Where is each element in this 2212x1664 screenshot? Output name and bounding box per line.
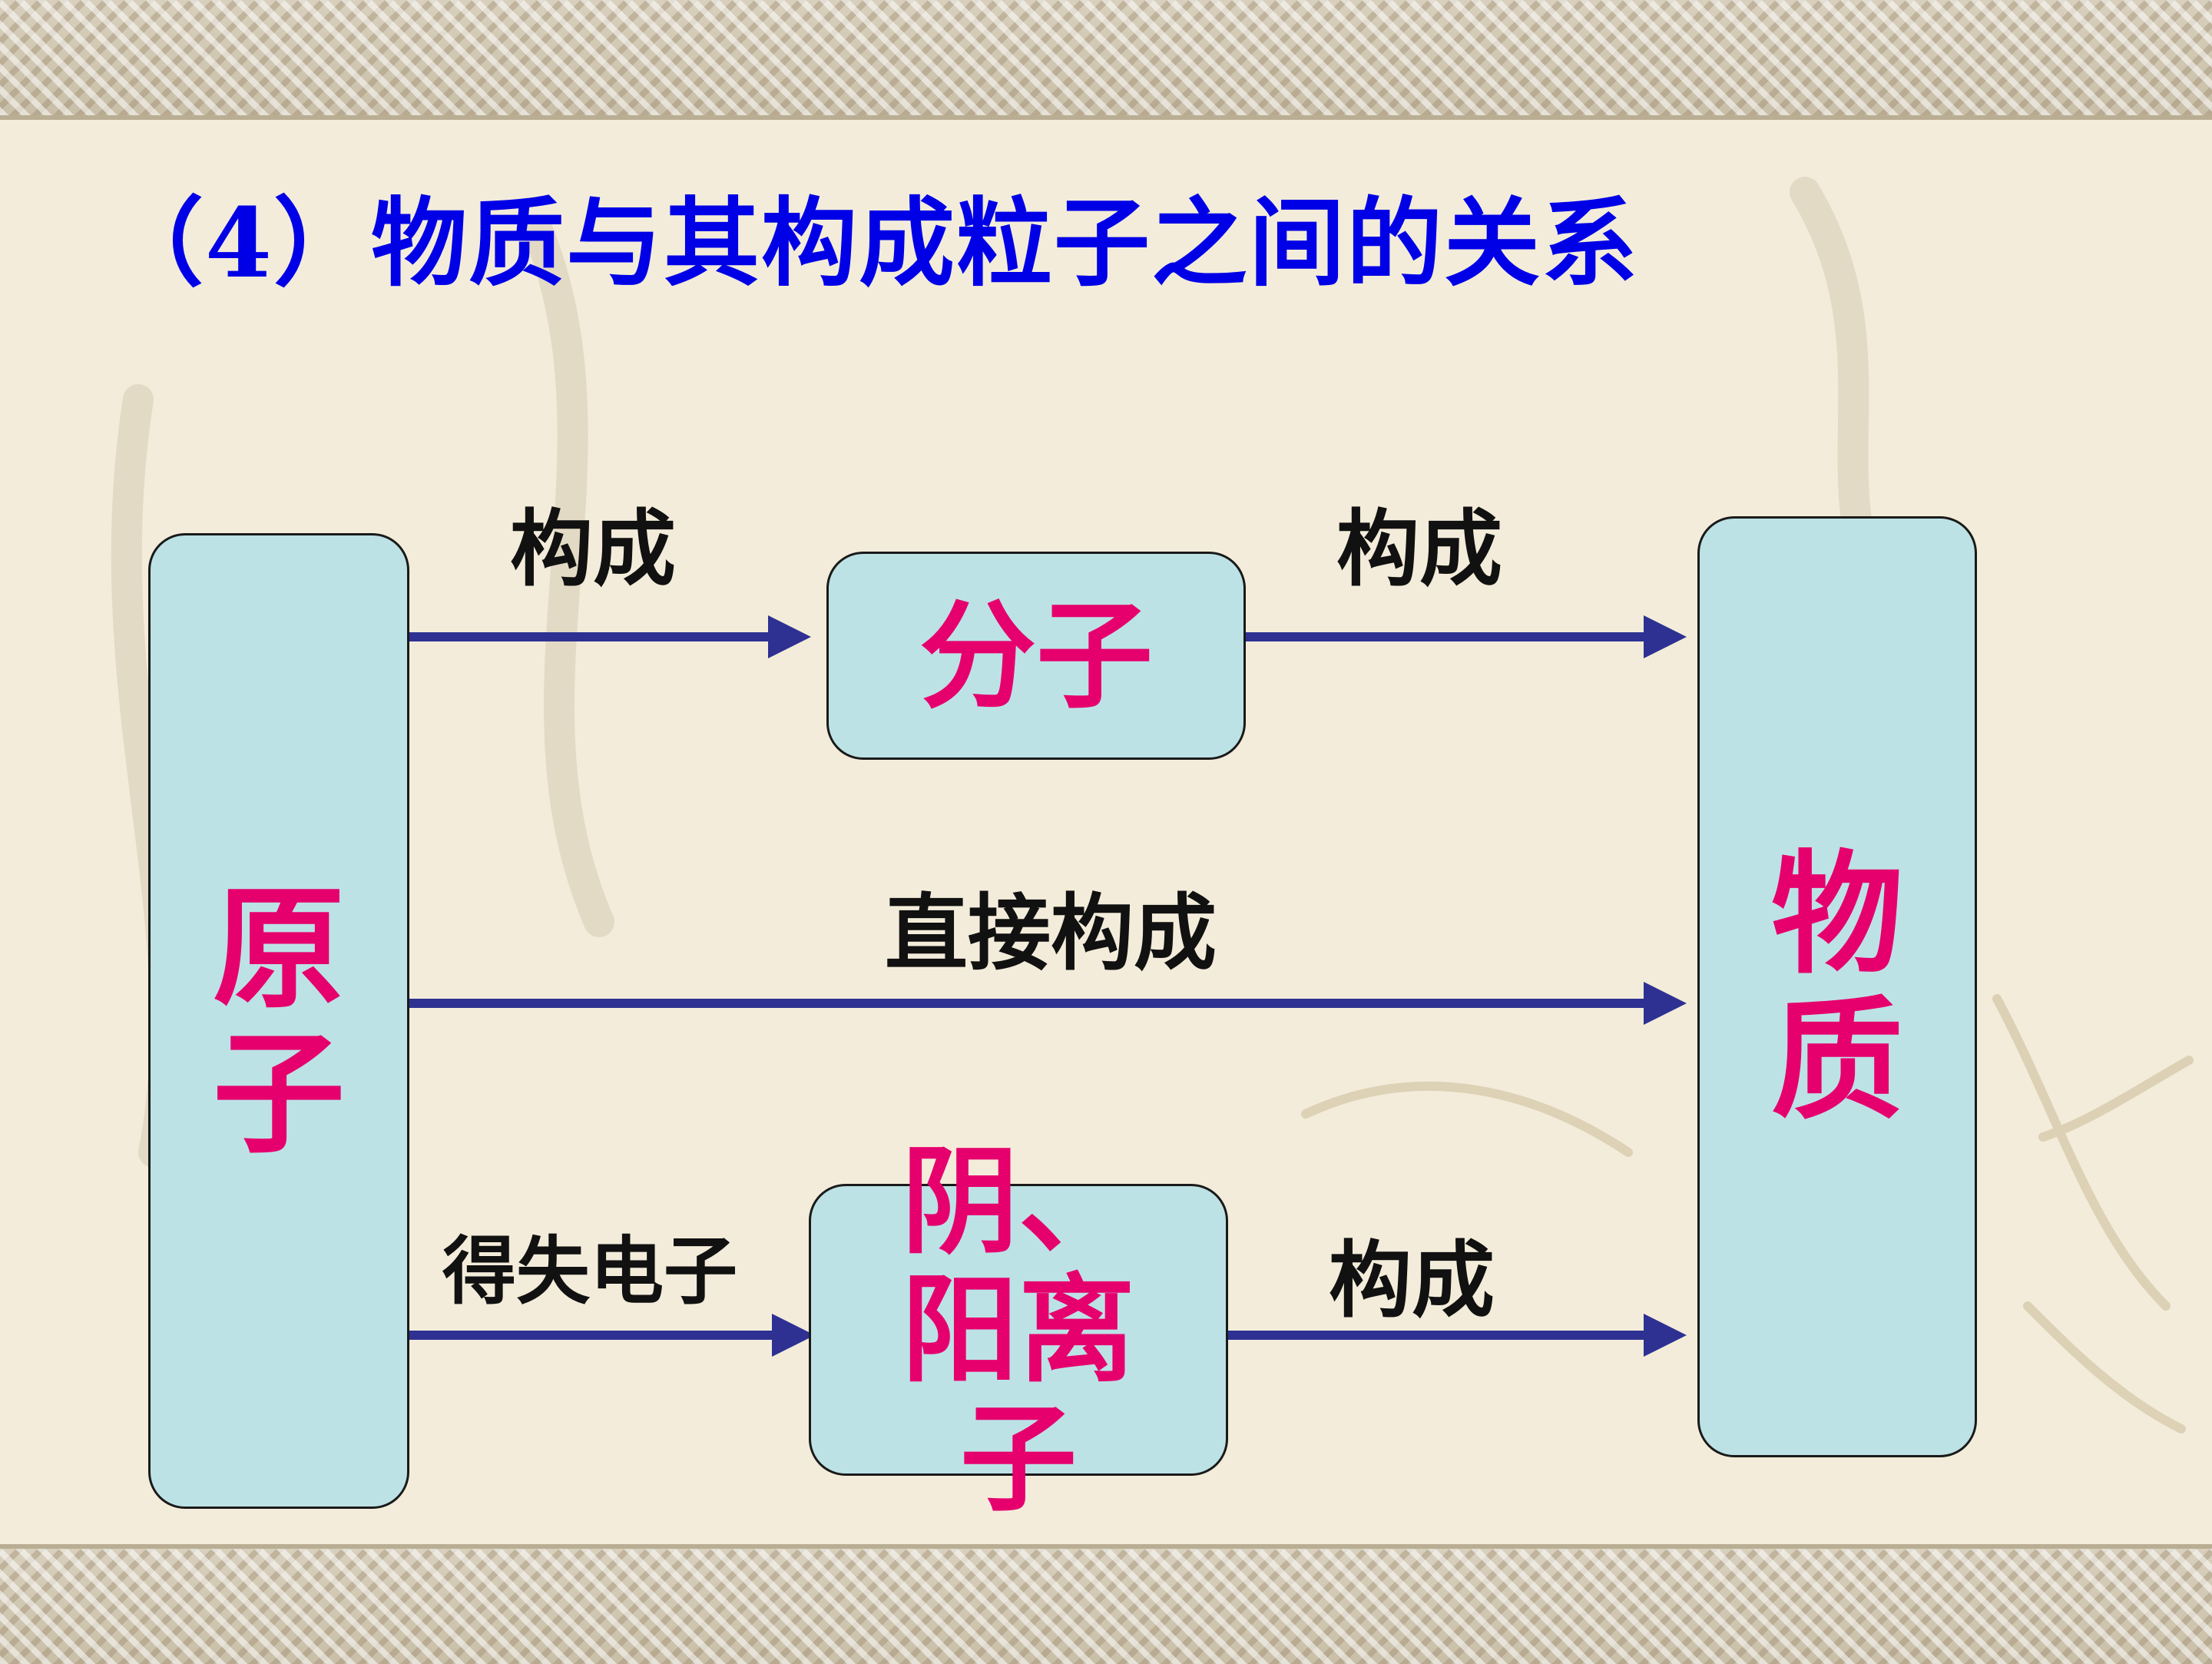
arrow-atom-to-molecule [409,632,770,641]
arrow-atom-to-matter [409,999,1646,1008]
node-ions-label: 阴、阳离子 [902,1132,1135,1527]
node-matter-label: 物质 [1771,836,1903,1138]
slide-title: （4）物质与其构成粒子之间的关系 [108,187,1639,300]
edge-label-molecule-to-matter: 构成 [1336,501,1503,598]
bottom-border [0,1544,2212,1664]
arrowhead-atom-to-molecule [768,615,811,658]
node-molecule: 分子 [826,552,1246,760]
arrow-atom-to-ions [409,1331,774,1340]
top-border [0,0,2212,120]
node-atom: 原子 [148,533,409,1509]
arrow-ions-to-matter [1228,1331,1646,1340]
arrowhead-atom-to-matter [1644,982,1687,1025]
node-ions: 阴、阳离子 [809,1137,1228,1523]
arrowhead-ions-to-matter [1644,1314,1687,1357]
edge-label-atom-to-ions: 得失电子 [442,1228,737,1314]
edge-label-atom-to-matter: 直接构成 [885,885,1217,982]
arrowhead-molecule-to-matter [1644,615,1687,658]
node-matter: 物质 [1697,516,1977,1457]
edge-label-atom-to-molecule: 构成 [510,501,677,598]
node-molecule-label: 分子 [919,586,1153,724]
arrowhead-atom-to-ions [772,1314,815,1357]
node-atom-label: 原子 [213,870,345,1172]
edge-label-ions-to-matter: 构成 [1329,1232,1495,1329]
arrow-molecule-to-matter [1246,632,1645,641]
